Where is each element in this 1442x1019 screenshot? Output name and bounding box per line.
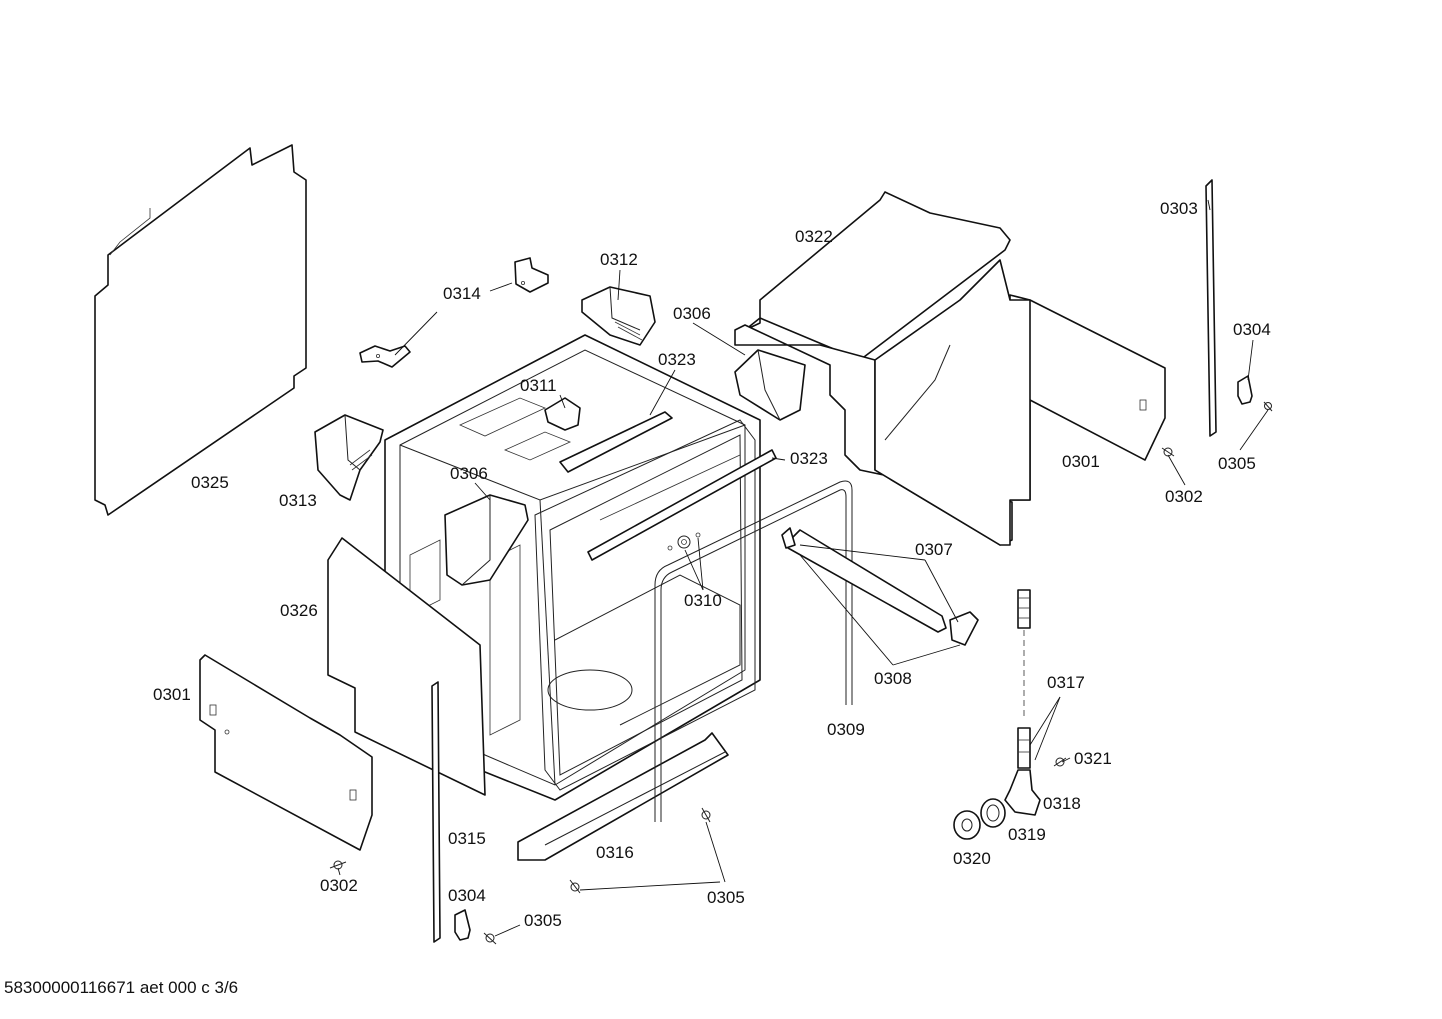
part-0309-gasket xyxy=(654,480,853,822)
part-0305-screw-mid xyxy=(569,807,711,894)
callout-labels: 0301 0301 0302 0302 0303 0304 0304 0305 … xyxy=(153,199,1271,930)
part-0310-grommets xyxy=(667,532,701,551)
label-0306-right: 0306 xyxy=(673,304,711,323)
label-0317: 0317 xyxy=(1047,673,1085,692)
part-0306-duct-right xyxy=(734,349,806,421)
part-0323-strip-upper xyxy=(559,411,673,473)
part-0302-screw-left xyxy=(329,860,347,870)
label-0302-right: 0302 xyxy=(1165,487,1203,506)
document-id: 58300000116671 aet 000 c 3/6 xyxy=(4,978,239,997)
part-0306-duct-left xyxy=(444,494,529,586)
part-0305-screw-right xyxy=(1263,401,1273,412)
label-0307: 0307 xyxy=(915,540,953,559)
label-0314: 0314 xyxy=(443,284,481,303)
label-0302-left: 0302 xyxy=(320,876,358,895)
label-0319: 0319 xyxy=(1008,825,1046,844)
part-0325-side-panel xyxy=(94,144,307,516)
part-0320-cap xyxy=(953,810,981,840)
label-0325: 0325 xyxy=(191,473,229,492)
label-0323-upper: 0323 xyxy=(658,350,696,369)
part-0305-screw-lower xyxy=(483,932,497,945)
label-0304-right: 0304 xyxy=(1233,320,1271,339)
label-0323-lower: 0323 xyxy=(790,449,828,468)
label-0322: 0322 xyxy=(795,227,833,246)
label-0321: 0321 xyxy=(1074,749,1112,768)
part-0318-fitting xyxy=(1004,769,1041,816)
label-0313: 0313 xyxy=(279,491,317,510)
label-0304-lower: 0304 xyxy=(448,886,486,905)
part-0316-rail xyxy=(517,732,729,861)
label-0326: 0326 xyxy=(280,601,318,620)
label-0305-right: 0305 xyxy=(1218,454,1256,473)
part-0301-panel-right xyxy=(874,259,1166,546)
label-0320: 0320 xyxy=(953,849,991,868)
part-0321-screw xyxy=(1053,757,1067,767)
label-0301-left: 0301 xyxy=(153,685,191,704)
label-0311: 0311 xyxy=(520,376,557,395)
part-0302-screw-right xyxy=(1161,447,1175,457)
part-0308-clip xyxy=(781,527,796,549)
part-0317-hose xyxy=(1017,589,1031,769)
label-0315: 0315 xyxy=(448,829,486,848)
part-0304-clip-lower xyxy=(454,909,471,941)
part-0313-holder xyxy=(314,414,384,501)
label-0309: 0309 xyxy=(827,720,865,739)
leader-lines xyxy=(337,199,1269,937)
part-0323-strip-lower xyxy=(587,449,777,561)
part-0326-panel xyxy=(327,537,486,796)
part-0301-panel-left xyxy=(199,654,373,851)
label-0305-lower: 0305 xyxy=(524,911,562,930)
part-tub-frame xyxy=(534,419,756,791)
part-0312-holder xyxy=(581,286,656,346)
label-0316: 0316 xyxy=(596,843,634,862)
label-0301-right: 0301 xyxy=(1062,452,1100,471)
label-0305-mid: 0305 xyxy=(707,888,745,907)
label-0303: 0303 xyxy=(1160,199,1198,218)
label-0310: 0310 xyxy=(684,591,722,610)
part-0315-strip xyxy=(431,681,441,943)
part-0311-clip xyxy=(544,397,581,431)
label-0318: 0318 xyxy=(1043,794,1081,813)
part-0319-ring xyxy=(980,798,1006,828)
part-0304-clip-right xyxy=(1237,375,1253,405)
label-0306-left: 0306 xyxy=(450,464,488,483)
label-0312: 0312 xyxy=(600,250,638,269)
label-0308: 0308 xyxy=(874,669,912,688)
part-0314-bracket-upper xyxy=(514,257,549,293)
part-0303-strip xyxy=(1205,179,1217,437)
part-0314-bracket-lower xyxy=(359,345,411,368)
